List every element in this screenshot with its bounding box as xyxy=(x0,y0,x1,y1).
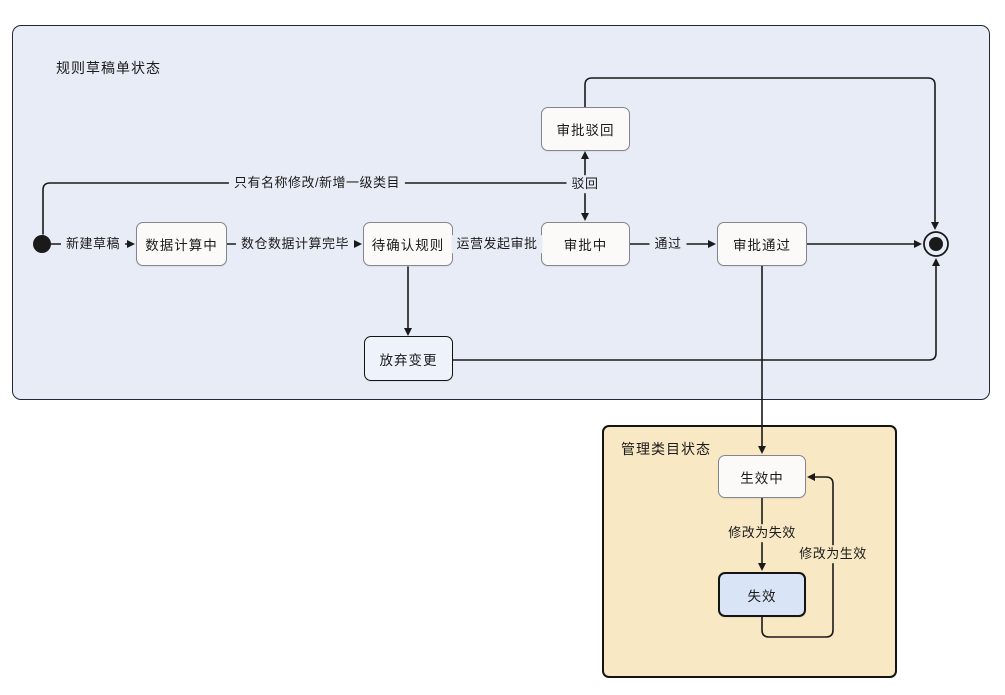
state-data-computing[interactable]: 数据计算中 xyxy=(136,222,227,266)
edge-label-reject: 驳回 xyxy=(566,175,604,193)
state-active[interactable]: 生效中 xyxy=(718,455,806,498)
edge-label-create-draft: 新建草稿 xyxy=(60,235,126,253)
state-inactive[interactable]: 失效 xyxy=(718,572,806,617)
state-approved[interactable]: 审批通过 xyxy=(717,222,807,266)
rules-draft-state-container: 规则草稿单状态 xyxy=(12,25,990,400)
edge-label-set-inactive: 修改为失效 xyxy=(723,524,801,542)
edge-label-pass: 通过 xyxy=(649,235,687,253)
state-pending-confirm[interactable]: 待确认规则 xyxy=(363,222,453,266)
edge-label-set-active: 修改为生效 xyxy=(794,545,872,563)
edge-label-ops-submit: 运营发起审批 xyxy=(451,235,543,253)
state-approving[interactable]: 审批中 xyxy=(541,222,630,266)
state-abandon-change[interactable]: 放弃变更 xyxy=(364,336,453,381)
edge-label-name-only: 只有名称修改/新增一级类目 xyxy=(228,174,406,192)
category-container-title: 管理类目状态 xyxy=(621,441,711,457)
state-approval-rejected[interactable]: 审批驳回 xyxy=(541,107,630,151)
rules-container-title: 规则草稿单状态 xyxy=(56,60,161,76)
edge-label-warehouse-done: 数仓数据计算完毕 xyxy=(235,235,355,253)
